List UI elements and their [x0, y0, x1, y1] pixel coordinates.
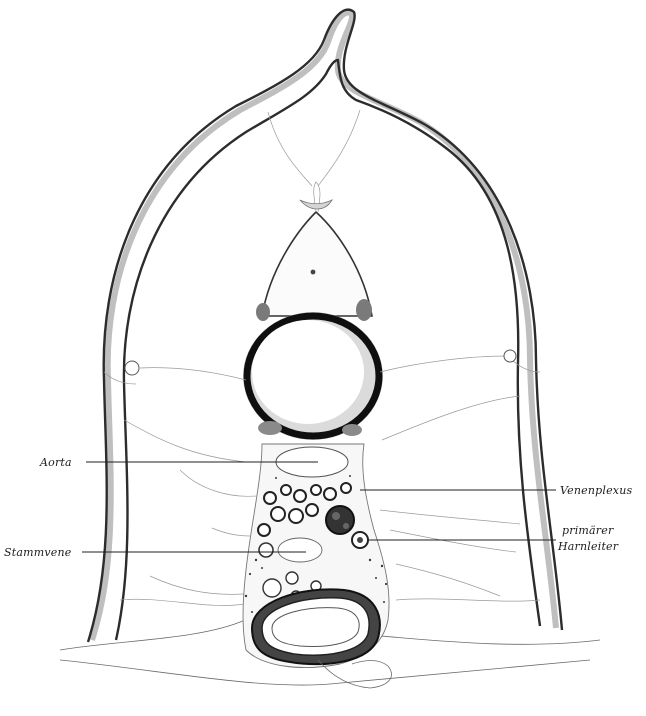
label-harnleiter: Harnleiter — [557, 540, 619, 553]
visceral-region — [243, 444, 391, 688]
label-aorta: Aorta — [39, 456, 72, 469]
label-venenplexus: Venenplexus — [560, 484, 632, 497]
neural-tube — [256, 110, 372, 321]
label-primaerer: primärer — [562, 524, 614, 537]
label-stammvene: Stammvene — [4, 546, 72, 559]
vertebral-body — [243, 312, 383, 440]
